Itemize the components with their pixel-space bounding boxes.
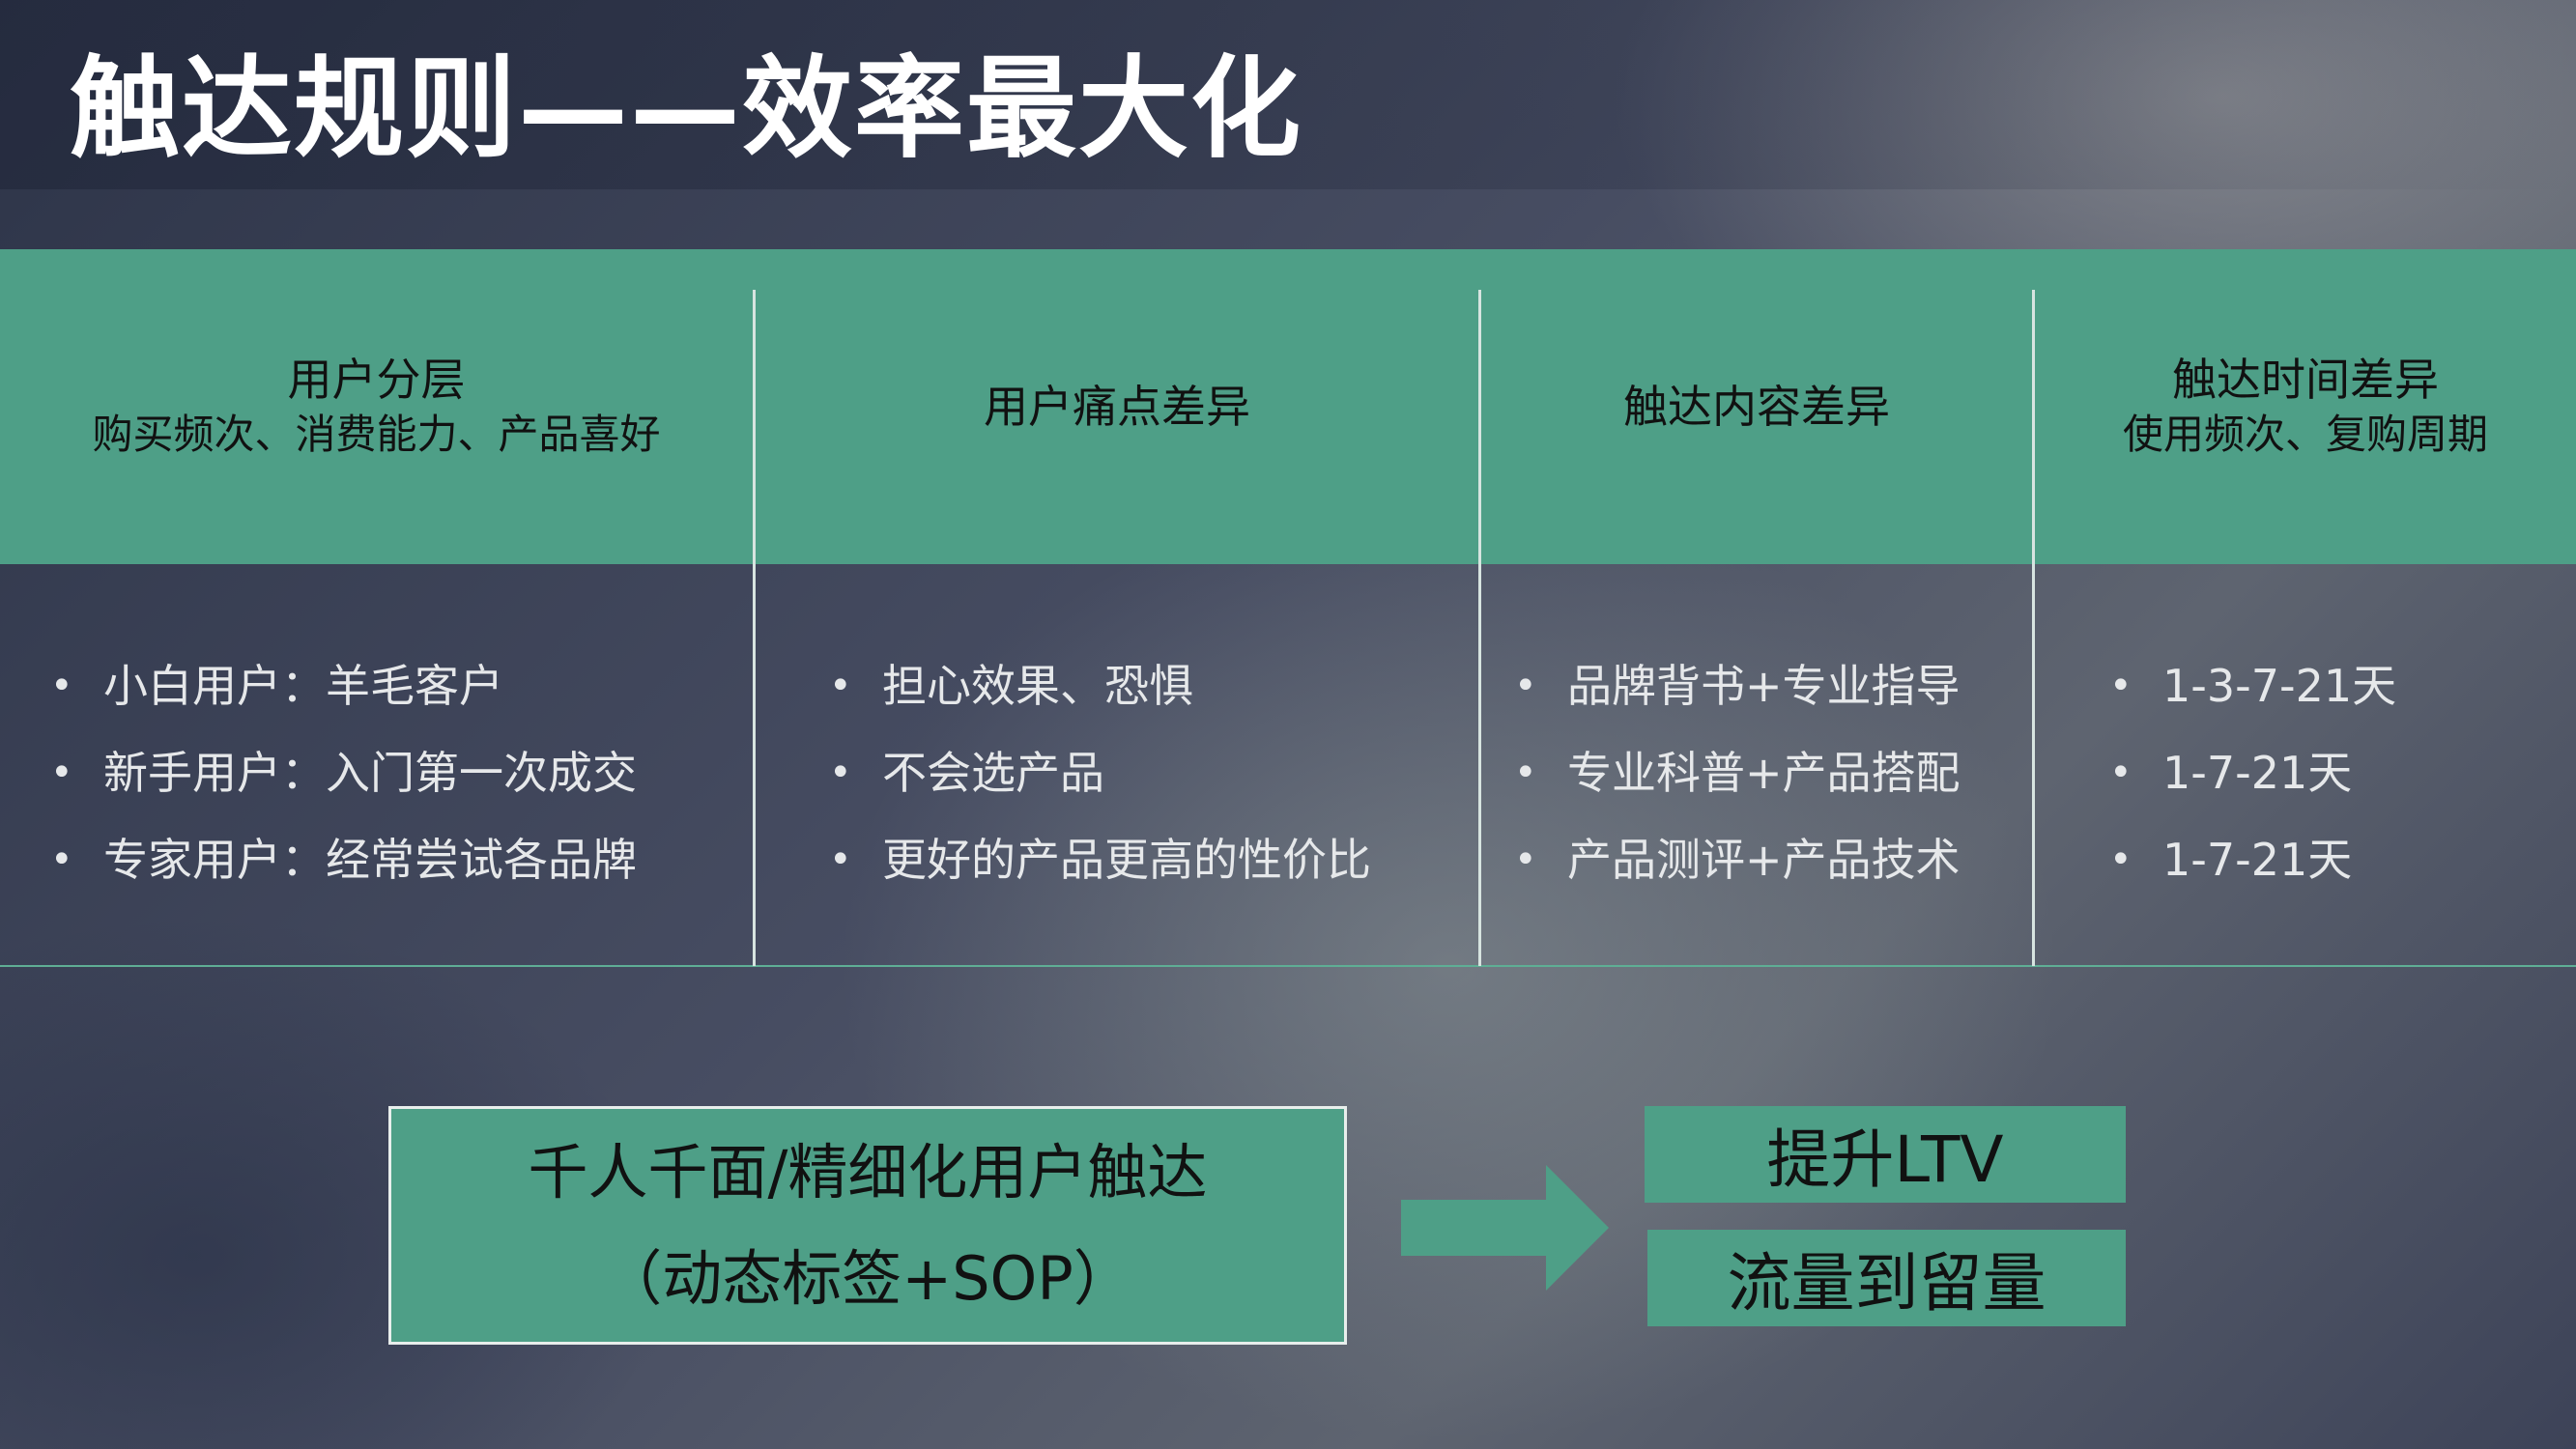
header-title: 用户痛点差异: [984, 381, 1250, 433]
column-divider: [753, 290, 756, 966]
list-item: •专家用户：经常尝试各品牌: [50, 816, 637, 903]
list-item: •不会选产品: [829, 729, 1371, 816]
pain-points-list: •担心效果、恐惧 •不会选产品 •更好的产品更高的性价比: [829, 642, 1371, 903]
bullet-icon: •: [829, 751, 852, 795]
list-item: •新手用户：入门第一次成交: [50, 729, 637, 816]
header-title: 触达内容差异: [1623, 381, 1890, 433]
list-item: •更好的产品更高的性价比: [829, 816, 1371, 903]
bullet-icon: •: [2109, 751, 2132, 795]
header-title: 触达时间差异: [2172, 354, 2439, 406]
user-segmentation-list: •小白用户：羊毛客户 •新手用户：入门第一次成交 •专家用户：经常尝试各品牌: [50, 642, 637, 903]
bullet-icon: •: [829, 664, 852, 708]
bullet-icon: •: [2109, 664, 2132, 708]
list-item: •品牌背书+专业指导: [1514, 642, 1961, 729]
bullet-icon: •: [829, 838, 852, 882]
header-timing-difference: 触达时间差异 使用频次、复购周期: [2035, 249, 2576, 564]
box-line: （动态标签+SOP）: [602, 1242, 1133, 1314]
content-difference-list: •品牌背书+专业指导 •专业科普+产品搭配 •产品测评+产品技术: [1514, 642, 1961, 903]
bullet-icon: •: [50, 751, 73, 795]
ltv-result-box: 提升LTV: [1645, 1106, 2126, 1203]
table-header-band: [0, 249, 2576, 564]
bullet-icon: •: [1514, 838, 1537, 882]
list-item: •担心效果、恐惧: [829, 642, 1371, 729]
right-arrow-icon: [1401, 1165, 1609, 1291]
bullet-icon: •: [1514, 751, 1537, 795]
list-item: •专业科普+产品搭配: [1514, 729, 1961, 816]
header-subtitle: 购买频次、消费能力、产品喜好: [92, 411, 661, 458]
box-line: 千人千面/精细化用户触达: [528, 1136, 1208, 1208]
header-subtitle: 使用频次、复购周期: [2122, 411, 2488, 458]
traffic-retention-box: 流量到留量: [1647, 1230, 2126, 1326]
bullet-icon: •: [50, 838, 73, 882]
header-title: 用户分层: [287, 354, 466, 406]
list-item: •1-7-21天: [2109, 816, 2396, 903]
header-pain-points: 用户痛点差异: [756, 249, 1478, 564]
table-bottom-divider: [0, 965, 2576, 967]
list-item: •小白用户：羊毛客户: [50, 642, 637, 729]
timing-difference-list: •1-3-7-21天 •1-7-21天 •1-7-21天: [2109, 642, 2396, 903]
list-item: •1-7-21天: [2109, 729, 2396, 816]
slide-title: 触达规则——效率最大化: [70, 44, 1303, 173]
bullet-icon: •: [50, 664, 73, 708]
bullet-icon: •: [2109, 838, 2132, 882]
column-divider: [1478, 290, 1481, 966]
personalized-reach-box: 千人千面/精细化用户触达 （动态标签+SOP）: [388, 1106, 1347, 1345]
bullet-icon: •: [1514, 664, 1537, 708]
list-item: •1-3-7-21天: [2109, 642, 2396, 729]
list-item: •产品测评+产品技术: [1514, 816, 1961, 903]
header-content-difference: 触达内容差异: [1481, 249, 2032, 564]
header-user-segmentation: 用户分层 购买频次、消费能力、产品喜好: [0, 249, 753, 564]
title-bar: [0, 0, 2576, 189]
column-divider: [2032, 290, 2035, 966]
